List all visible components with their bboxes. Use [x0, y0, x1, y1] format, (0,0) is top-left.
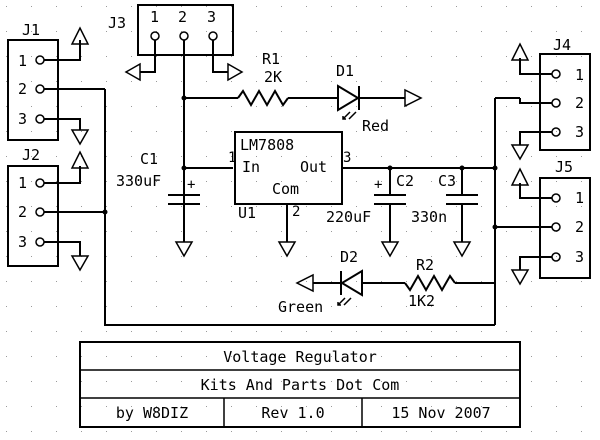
output-arrow-icon	[295, 273, 314, 293]
ground-icon	[510, 144, 530, 161]
j2-pin1: 1	[18, 174, 27, 192]
u1-ref: U1	[238, 204, 256, 222]
connector-j1: J1 1 2 3	[7, 21, 105, 141]
power-arrow-icon	[510, 42, 530, 61]
c2-value: 220uF	[326, 208, 371, 226]
j5-pin3: 3	[575, 248, 584, 266]
power-arrow-icon	[70, 150, 90, 169]
connector-j4: J4 1 2 3	[519, 36, 591, 151]
j1-pin1: 1	[18, 52, 27, 70]
ground-icon	[510, 269, 530, 286]
j2-pin3: 3	[18, 233, 27, 251]
j1-pin2: 2	[18, 80, 27, 98]
ground-bus-wire	[104, 89, 495, 326]
power-arrow-icon	[70, 26, 90, 45]
company-text: Kits And Parts Dot Com	[201, 376, 400, 394]
c3-ref: C3	[438, 172, 456, 190]
title-block-frame	[79, 341, 521, 428]
j3-label: J3	[108, 14, 126, 32]
d2-value: Green	[278, 298, 323, 316]
j2-body	[7, 165, 59, 267]
c3-value: 330n	[411, 208, 447, 226]
j4-label: J4	[553, 36, 571, 54]
connector-j2: J2 1 2 3	[7, 146, 105, 267]
u1-in-label: In	[242, 158, 260, 176]
regulator-u1: LM7808 In Out Com 1 3 2 U1	[228, 131, 351, 222]
light-emission-icon	[342, 111, 351, 120]
j5-pin1: 1	[575, 189, 584, 207]
j3-pin2: 2	[178, 8, 187, 26]
r1-value: 2K	[264, 68, 282, 86]
u1-pin-out: 3	[343, 150, 351, 166]
c1-polarity: +	[187, 177, 195, 193]
u1-com-label: Com	[272, 180, 299, 198]
u1-out-label: Out	[300, 158, 327, 176]
d1-ref: D1	[336, 62, 354, 80]
title-block: Voltage Regulator Kits And Parts Dot Com…	[79, 341, 521, 428]
ground-icon	[124, 62, 141, 82]
light-emission-icon	[337, 297, 346, 306]
d1-value: Red	[362, 117, 389, 135]
j3-pin1: 1	[150, 8, 159, 26]
d2-ref: D2	[340, 248, 358, 266]
j3-pin3: 3	[207, 8, 216, 26]
resistor-r1	[237, 88, 289, 108]
r2-value: 1K2	[408, 292, 435, 310]
output-arrow-icon	[404, 88, 423, 108]
c1-ref: C1	[140, 150, 158, 168]
r1-ref: R1	[262, 50, 280, 68]
connector-j5: J5 1 2 3	[519, 158, 591, 279]
r2-ref: R2	[416, 256, 434, 274]
c2-polarity: +	[374, 177, 382, 193]
ground-icon	[227, 62, 244, 82]
author-text: by W8DIZ	[116, 404, 188, 422]
j4-pin3: 3	[575, 123, 584, 141]
ground-icon	[70, 129, 90, 146]
j1-pin3: 3	[18, 110, 27, 128]
j2-label: J2	[22, 146, 40, 164]
power-arrow-icon	[510, 167, 530, 186]
j1-label: J1	[22, 21, 40, 39]
j4-pin2: 2	[575, 94, 584, 112]
ground-icon	[380, 241, 400, 258]
resistor-r2	[404, 273, 456, 293]
c1-value: 330uF	[116, 172, 161, 190]
title-text: Voltage Regulator	[223, 348, 377, 366]
j5-pin2: 2	[575, 218, 584, 236]
ground-icon	[452, 241, 472, 258]
ground-icon	[70, 255, 90, 272]
j4-pin1: 1	[575, 66, 584, 84]
date-text: 15 Nov 2007	[391, 404, 490, 422]
ground-icon	[174, 241, 194, 258]
revision-text: Rev 1.0	[261, 404, 324, 422]
j5-label: J5	[555, 158, 573, 176]
ground-icon	[277, 241, 297, 258]
j3-body	[137, 4, 234, 56]
u1-pin-com: 2	[292, 204, 300, 220]
u1-pin-in: 1	[228, 150, 236, 166]
j2-pin2: 2	[18, 203, 27, 221]
u1-part: LM7808	[240, 136, 294, 154]
c2-ref: C2	[396, 172, 414, 190]
